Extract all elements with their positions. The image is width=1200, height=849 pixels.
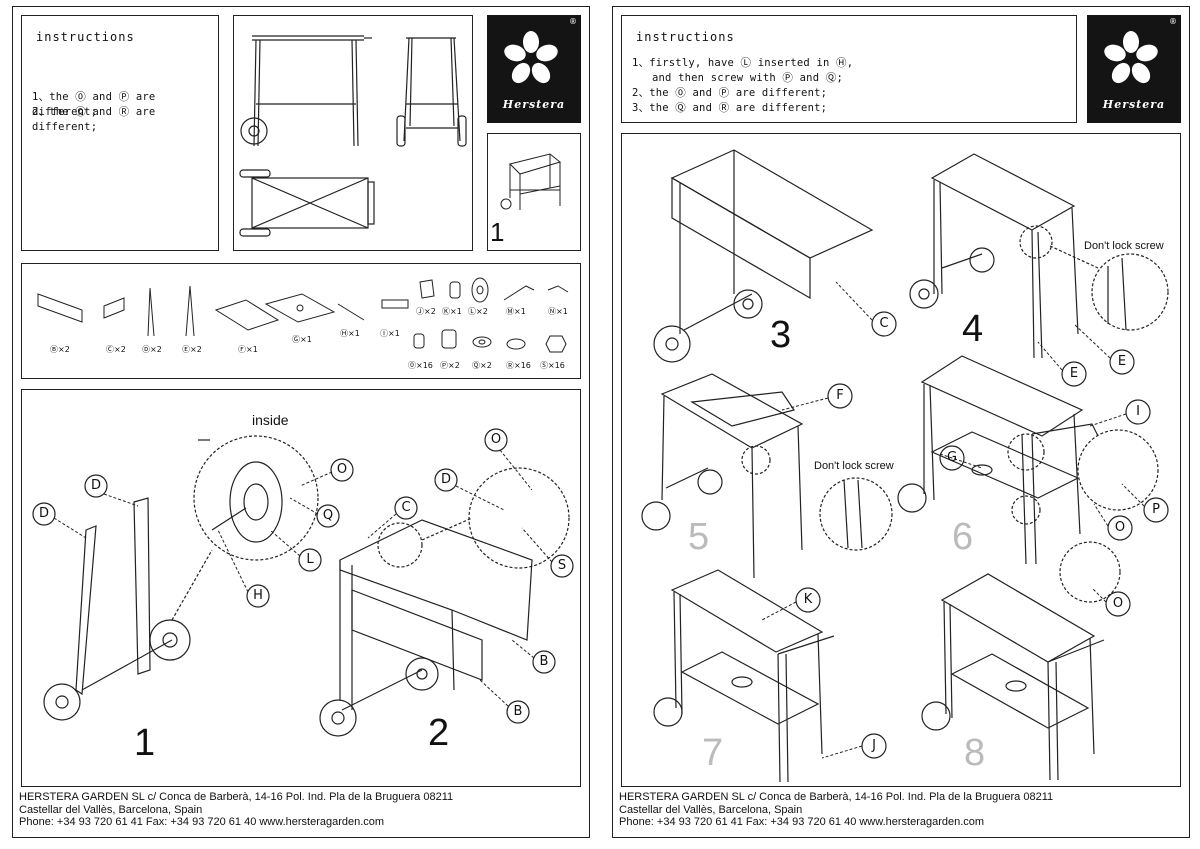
callout-b-1: B [539,654,549,669]
part-label-j: Ⓙ×2 [416,307,436,316]
footer: HERSTERA GARDEN SL c/ Conca de Barberà, … [19,791,453,829]
instruction-line-r1: 1、firstly, have Ⓛ inserted in Ⓗ, [632,57,854,69]
assembly-steps-1-2: inside D D O Q L H C D O S B B 1 2 [21,389,581,787]
part-label-g: Ⓖ×1 [292,335,312,344]
footer-line-2: Castellar del Vallès, Barcelona, Spain [619,803,803,816]
instruction-line-1: 1、the ⓪ and Ⓟ are different; [32,91,156,118]
assembled-cart-drawing [500,153,562,210]
footer-line-3: Phone: +34 93 720 61 41 Fax: +34 93 720 … [619,816,985,828]
step-number-4: 4 [962,308,984,350]
instructions-title-right: instructions [636,30,735,44]
callout-i: I [1136,404,1140,419]
footer-line-2: Castellar del Vallès, Barcelona, Spain [19,803,203,816]
registered-mark: ® [569,17,577,26]
instruction-line-r3: 2、the ⓪ and Ⓟ are different; [632,87,828,99]
overview-views-box [233,15,473,251]
flower-icon [1104,31,1158,84]
part-label-i: Ⓘ×1 [380,329,400,338]
part-label-f: Ⓕ×1 [238,345,258,354]
callout-g: G [946,450,958,465]
part-label-e: Ⓔ×2 [182,345,202,354]
assembly-steps-3-8: Don't lock screw Don't lock screw C E E … [621,133,1181,787]
callout-l: L [306,552,314,567]
step-number-1: 1 [134,722,156,764]
callout-s: S [557,558,567,573]
instruction-line-r4: 3、the Ⓠ and Ⓡ are different; [632,102,828,114]
step-number-6: 6 [952,516,974,558]
footer-right: HERSTERA GARDEN SL c/ Conca de Barberà, … [619,791,1053,829]
callout-o-right-1: O [1114,520,1126,535]
callout-d-3: D [440,472,451,487]
left-page: instructions 1、the ⓪ and Ⓟ are different… [12,6,590,838]
callout-e-1: E [1069,366,1079,381]
footer-line-3: Phone: +34 93 720 61 41 Fax: +34 93 720 … [19,816,385,828]
assembly-steps-1-2-drawing [32,428,574,737]
assembled-view-box: 1 [487,133,581,251]
callout-o-1: O [336,462,348,477]
instructions-title: instructions [36,30,135,44]
callout-o-2: O [490,432,502,447]
footer-line-1: HERSTERA GARDEN SL c/ Conca de Barberà, … [19,791,454,803]
callout-p: P [1152,502,1160,517]
registered-mark-right: ® [1169,17,1177,26]
parts-drawing [37,277,569,353]
brand-logo-right: ® Herstera [1087,15,1181,123]
part-label-o: ⓪×16 [408,361,433,370]
brand-name-right: Herstera [1102,98,1166,111]
step-number-2: 2 [428,712,450,754]
step-number-3: 3 [770,314,792,356]
callout-e-2: E [1117,354,1127,369]
callout-c-right: C [879,316,889,331]
instruction-line-r2: and then screw with Ⓟ and Ⓠ; [652,72,843,84]
right-page: instructions 1、firstly, have Ⓛ inserted … [612,6,1190,838]
part-label-m: Ⓜ×1 [506,307,526,316]
instruction-line-2: 2、the Ⓠ and Ⓡ are different; [32,106,156,133]
callout-d-2: D [90,478,101,493]
step-number-8: 8 [964,732,986,774]
dont-lock-label-1: Don't lock screw [1084,240,1164,252]
part-label-d: Ⓓ×2 [142,345,162,354]
callout-k: K [803,592,813,607]
instructions-box: instructions 1、the ⓪ and Ⓟ are different… [21,15,219,251]
callout-q: Q [322,508,334,523]
part-label-c: Ⓒ×2 [106,345,126,354]
assembly-steps-3-8-drawing [641,149,1169,783]
part-label-k: Ⓚ×1 [442,307,462,316]
brand-name: Herstera [502,98,566,111]
part-label-q: Ⓠ×2 [472,361,492,370]
step-number-7: 7 [702,732,724,774]
parts-list-box: Ⓑ×2 Ⓒ×2 Ⓓ×2 Ⓔ×2 Ⓕ×1 Ⓖ×1 Ⓗ×1 Ⓘ×1 Ⓙ×2 Ⓚ×1 … [21,263,581,379]
part-label-h: Ⓗ×1 [340,329,360,338]
overview-step-number: 1 [490,217,505,247]
callout-d-1: D [38,506,49,521]
callout-h: H [253,588,263,603]
part-label-r: Ⓡ×16 [506,361,531,370]
callout-b-2: B [513,704,523,719]
inside-label: inside [252,412,289,428]
part-label-p: Ⓟ×2 [440,361,460,370]
part-label-l: Ⓛ×2 [468,307,488,316]
part-label-n: Ⓝ×1 [548,307,568,316]
part-label-s: Ⓢ×16 [540,361,565,370]
dont-lock-label-2: Don't lock screw [814,460,894,472]
callout-o-right-2: O [1112,596,1124,611]
flower-icon [504,31,558,84]
instructions-box-right: instructions 1、firstly, have Ⓛ inserted … [621,15,1077,123]
footer-line-1: HERSTERA GARDEN SL c/ Conca de Barberà, … [619,791,1054,803]
callout-f: F [836,388,844,403]
step-number-5: 5 [688,516,710,558]
callout-c: C [401,500,411,515]
overview-views-drawing [239,35,467,237]
callout-j: J [872,738,876,753]
brand-logo: ® Herstera [487,15,581,123]
part-label-b: Ⓑ×2 [50,345,70,354]
